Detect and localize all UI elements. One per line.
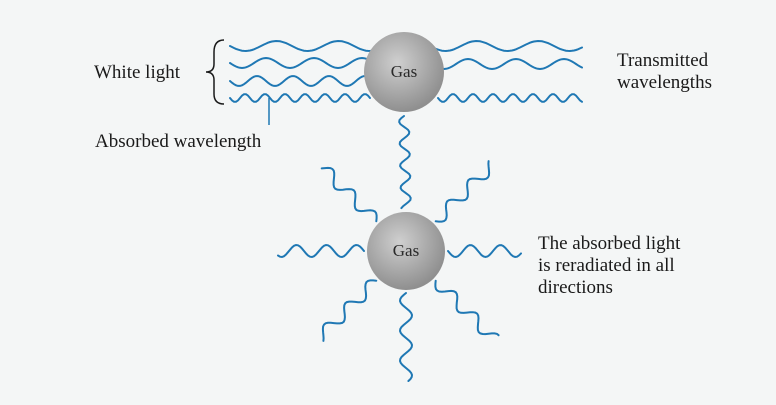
incoming-wave-2 [229,56,379,70]
transmitted-line-1: Transmitted [617,50,709,71]
wave-layer [229,39,583,382]
reradiated-wave-up-right [434,160,491,223]
transmitted-wave-3 [437,93,583,103]
reradiated-line-2: is reradiated in all [538,255,675,276]
reradiated-wave-down-right [434,279,500,337]
transmitted-wave-2 [431,57,583,71]
reradiated-wave-down [398,292,414,382]
reradiated-line-3: directions [538,277,613,298]
reradiated-line-1: The absorbed light [538,233,681,254]
gas-sphere-bottom [367,212,445,290]
transmitted-wavelengths-label: Transmitted wavelengths [617,50,712,94]
transmitted-line-2: wavelengths [617,72,712,93]
white-light-label: White light [94,62,181,83]
absorbed-transfer-wave [398,115,412,210]
white-light-brace [205,39,225,105]
reradiated-wave-left [277,243,365,259]
gas-sphere-top [364,32,444,112]
absorbed-wavelength-label: Absorbed wavelength [95,131,262,152]
reradiated-wave-down-left [321,279,378,342]
reradiated-label: The absorbed light is reradiated in all … [538,233,680,299]
incoming-wave-3 [229,75,375,87]
transmitted-wave-1 [429,39,583,53]
incoming-wave-4-absorbed [229,93,371,103]
reradiated-wave-up-left [320,166,378,223]
gas-label-bottom: Gas [392,241,420,260]
incoming-wave-1 [229,39,381,53]
reradiated-wave-right [447,244,522,259]
gas-label-top: Gas [390,62,418,81]
